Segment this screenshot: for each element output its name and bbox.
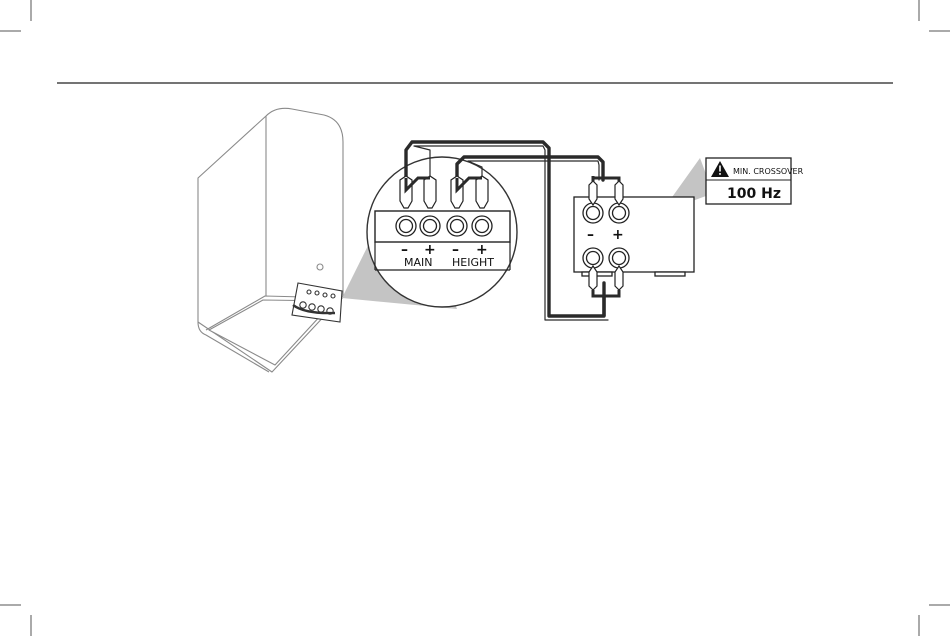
main-label: MAIN bbox=[404, 256, 433, 269]
amp-negative-label: – bbox=[587, 227, 594, 243]
crossover-callout: MIN. CROSSOVER 100 Hz bbox=[706, 158, 804, 204]
height-label: HEIGHT bbox=[452, 256, 494, 269]
speaker-illustration bbox=[198, 108, 343, 372]
crossover-value: 100 Hz bbox=[727, 186, 781, 202]
crossover-title: MIN. CROSSOVER bbox=[733, 167, 804, 176]
amp-positive-label: + bbox=[612, 227, 624, 243]
